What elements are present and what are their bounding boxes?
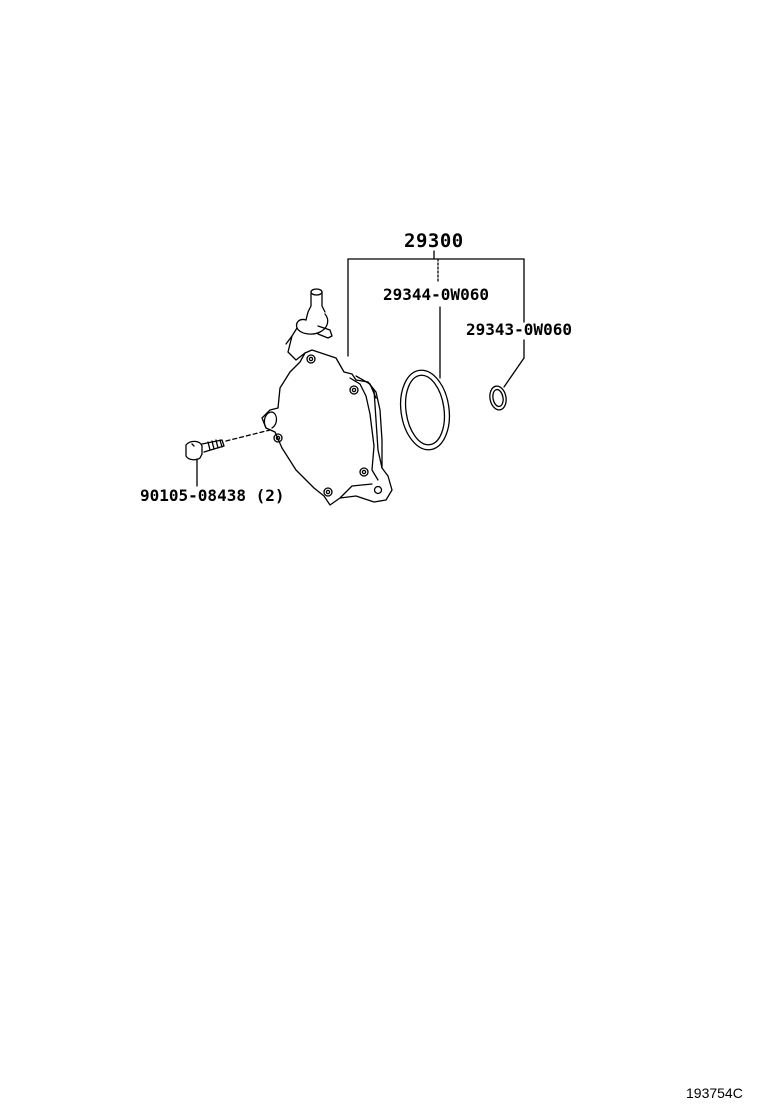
gasket-large-ring xyxy=(399,369,451,451)
bolt-part xyxy=(185,429,271,487)
assembly-part-number: 29300 xyxy=(404,230,464,252)
bolt-part-number: 90105-08438 (2) xyxy=(140,486,285,505)
vacuum-pump-body xyxy=(261,288,393,506)
gasket-small-part-number: 29343-0W060 xyxy=(466,320,572,339)
assembly-bracket-lines xyxy=(347,250,525,388)
gasket-small-ring xyxy=(489,385,507,411)
gasket-large-part-number: 29344-0W060 xyxy=(383,285,489,304)
diagram-reference-code: 193754C xyxy=(686,1085,743,1101)
